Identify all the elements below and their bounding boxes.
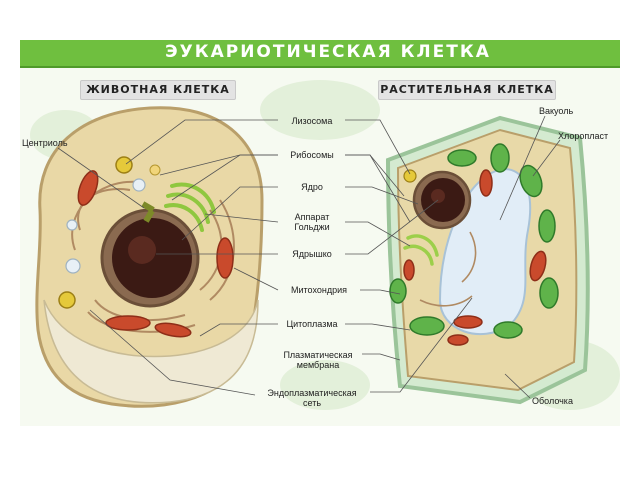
animal-cell: [35, 106, 264, 408]
plant-chloroplast: [519, 164, 543, 198]
label-ribosomes: Рибосомы: [290, 150, 334, 160]
leader-line-er: [370, 297, 473, 393]
leader-line-nucleus: [345, 186, 419, 205]
title-bar: [20, 40, 620, 68]
animal-vesicle: [132, 178, 146, 192]
leader-line-mitochondria: [233, 267, 279, 291]
plant-mitochondrion: [479, 169, 493, 197]
animal-vesicle: [149, 164, 161, 176]
animal-centriole: [141, 201, 155, 213]
animal-mitochondrion: [216, 237, 234, 279]
animal-lysosome: [58, 291, 76, 309]
leader-line-vacuole: [499, 115, 546, 221]
animal-mitochondrion: [154, 322, 192, 338]
plant-lysosome: [403, 169, 417, 183]
plant-mitochondrion: [453, 315, 483, 329]
label-golgi-line2: Гольджи: [294, 222, 330, 232]
leader-line-mitochondria: [360, 289, 401, 295]
leader-line-er: [89, 309, 256, 396]
label-nucleus: Ядро: [301, 182, 323, 192]
plant-golgi-apparatus: [403, 234, 439, 266]
page-title: ЭУКАРИОТИЧЕСКАЯ КЛЕТКА: [165, 42, 491, 62]
plant-mitochondrion: [447, 334, 469, 346]
leader-line-membrane: [362, 353, 401, 361]
label-cytoplasm: Цитоплазма: [286, 319, 338, 329]
animal-vesicle: [65, 258, 81, 274]
plant-chloroplast: [447, 149, 477, 167]
animal-centriole: [143, 209, 155, 223]
label-membrane-line1: Плазматическая: [283, 350, 353, 360]
plant-nucleolus: [431, 189, 445, 203]
animal-nucleolus: [128, 236, 156, 264]
plant-mitochondrion: [403, 259, 415, 281]
plant-mitochondrion: [529, 250, 547, 282]
leader-line-ribosomes: [345, 154, 411, 223]
plant-chloroplast: [490, 143, 510, 173]
plant-chloroplast: [538, 209, 556, 243]
label-membrane-line2: мембрана: [296, 360, 340, 370]
leader-line-nucleus: [181, 186, 278, 241]
label-vacuole: Вакуоль: [539, 106, 574, 116]
background-blob: [260, 80, 380, 140]
plant-endoplasmic-reticulum: [419, 231, 477, 307]
leader-line-golgi: [345, 221, 411, 247]
label-nucleolus: Ядрышко: [292, 249, 332, 259]
leader-line-cell-wall: [504, 373, 531, 399]
plant-chloroplast: [389, 278, 407, 304]
plant-chloroplast: [493, 321, 523, 339]
label-chloroplast: Хлоропласт: [558, 131, 609, 141]
leader-line-cytoplasm: [199, 323, 278, 337]
label-er-line2: сеть: [302, 398, 322, 408]
leader-line-ribosomes: [171, 154, 278, 201]
animal-vesicle: [66, 219, 78, 231]
animal-mitochondrion: [105, 315, 151, 331]
label-mitochondria: Митохондрия: [291, 285, 347, 295]
animal-lysosome: [115, 156, 133, 174]
animal-cell-heading: ЖИВОТНАЯ КЛЕТКА: [80, 80, 236, 100]
leader-line-lysosome: [345, 119, 411, 175]
leader-line-centriole: [57, 147, 145, 209]
plant-chloroplast: [409, 316, 445, 336]
leader-line-golgi: [204, 213, 279, 223]
animal-cytoplasm-shade: [43, 299, 259, 404]
label-cell-wall: Оболочка: [532, 396, 573, 406]
background-blob: [280, 360, 370, 410]
plant-cell: [385, 115, 590, 405]
leader-line-lysosome: [125, 119, 278, 165]
leader-lines: [57, 115, 561, 399]
leader-line-chloroplast: [532, 139, 561, 177]
animal-mitochondrion: [77, 170, 99, 206]
leader-line-nucleolus: [345, 199, 439, 255]
plant-chloroplast: [539, 277, 559, 309]
label-golgi-line1: Аппарат: [294, 212, 330, 222]
label-centriole: Центриоль: [22, 138, 68, 148]
plant-cell-heading: РАСТИТЕЛЬНАЯ КЛЕТКА: [378, 80, 556, 100]
label-lysosome: Лизосома: [291, 116, 333, 126]
label-er-line1: Эндоплазматическая: [267, 388, 357, 398]
leader-line-cytoplasm: [345, 323, 411, 331]
